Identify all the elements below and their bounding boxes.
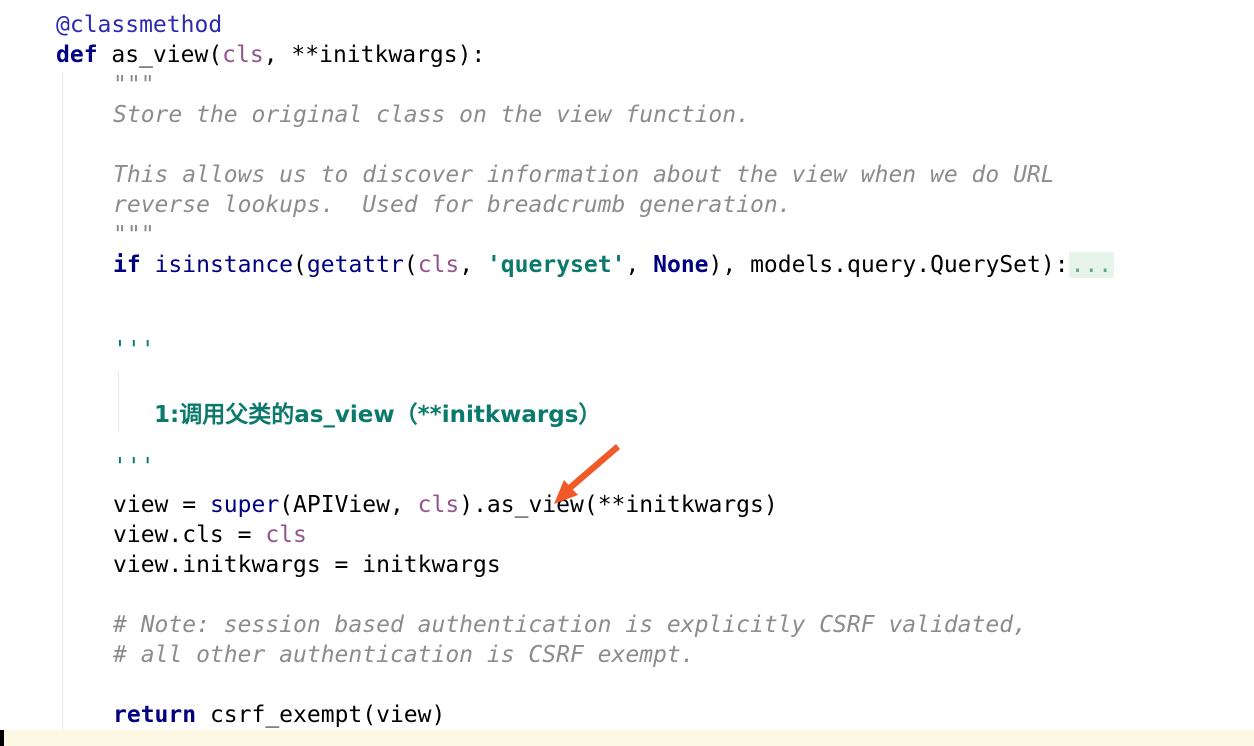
- note-line[interactable]: 1:调用父类的as_view（**initkwargs）: [154, 400, 601, 430]
- docstring-close-line[interactable]: """: [113, 220, 155, 250]
- comment-text-2: # all other authentication is CSRF exemp…: [113, 642, 695, 668]
- comment-line-2[interactable]: # all other authentication is CSRF exemp…: [113, 640, 695, 670]
- none-constant: None: [653, 252, 709, 278]
- docstring-line-2[interactable]: This allows us to discover information a…: [113, 160, 1055, 190]
- view-super-line[interactable]: view = super(APIView, cls).as_view(**ini…: [113, 490, 778, 520]
- triple-quote-close-line[interactable]: ''': [113, 452, 155, 482]
- if-keyword: if: [113, 252, 141, 278]
- docstring-text-3: reverse lookups. Used for breadcrumb gen…: [113, 192, 792, 218]
- code-editor[interactable]: @classmethod def as_view(cls, **initkwar…: [0, 0, 1254, 730]
- chinese-note: 1:调用父类的as_view（**initkwargs）: [154, 402, 602, 428]
- if-paren-1: (: [293, 252, 307, 278]
- triple-quote-close: ''': [113, 454, 155, 480]
- view-assign: view =: [113, 492, 210, 518]
- def-line[interactable]: def as_view(cls, **initkwargs):: [56, 40, 485, 70]
- indent-guide: [62, 72, 63, 730]
- decorator: @classmethod: [56, 12, 223, 38]
- getattr-builtin: getattr: [306, 252, 404, 278]
- comment-text-1: # Note: session based authentication is …: [113, 612, 1027, 638]
- if-paren-2: (: [403, 252, 418, 278]
- triple-quote-open: ''': [113, 337, 155, 363]
- return-keyword: return: [113, 702, 197, 728]
- triple-quote-open-line[interactable]: ''': [113, 335, 155, 365]
- if-comma-2: ,: [625, 252, 654, 278]
- if-comma-1: ,: [459, 252, 487, 278]
- cls-param: cls: [222, 42, 264, 68]
- status-bar: [0, 730, 1254, 746]
- view-args: (APIView,: [279, 492, 418, 518]
- indent-guide-inner: [118, 372, 119, 432]
- comment-line-1[interactable]: # Note: session based authentication is …: [113, 610, 1027, 640]
- super-builtin: super: [209, 492, 280, 518]
- folded-code-marker[interactable]: ...: [1068, 252, 1115, 278]
- view-initkwargs-line[interactable]: view.initkwargs = initkwargs: [113, 550, 501, 580]
- view-as-view-call: ).as_view(**initkwargs): [459, 492, 778, 518]
- queryset-string: 'queryset': [486, 252, 626, 278]
- docstring-open-line[interactable]: """: [113, 70, 155, 100]
- return-line[interactable]: return csrf_exempt(view): [113, 700, 445, 730]
- docstring-close: """: [113, 222, 155, 248]
- decorator-line[interactable]: @classmethod: [56, 10, 222, 40]
- view-initkwargs-assign: view.initkwargs = initkwargs: [113, 552, 501, 578]
- func-signature-start: as_view(: [97, 42, 223, 68]
- func-signature-end: , **initkwargs):: [263, 42, 486, 68]
- docstring-line-1[interactable]: Store the original class on the view fun…: [113, 100, 750, 130]
- annotation-arrow-icon: [554, 444, 620, 504]
- if-cls-param: cls: [417, 252, 460, 278]
- docstring-text-1: Store the original class on the view fun…: [113, 102, 750, 128]
- def-keyword: def: [56, 42, 98, 68]
- view-cls-value: cls: [265, 522, 307, 548]
- if-line[interactable]: if isinstance(getattr(cls, 'queryset', N…: [113, 250, 1115, 280]
- view-cls-param: cls: [417, 492, 460, 518]
- view-cls-line[interactable]: view.cls = cls: [113, 520, 307, 550]
- text-caret: [0, 730, 4, 746]
- if-space: [141, 252, 155, 278]
- isinstance-builtin: isinstance: [154, 252, 294, 278]
- docstring-open: """: [113, 72, 155, 98]
- if-rest: ), models.query.QuerySet):: [708, 252, 1069, 278]
- docstring-line-3[interactable]: reverse lookups. Used for breadcrumb gen…: [113, 190, 792, 220]
- return-expression: csrf_exempt(view): [196, 702, 446, 728]
- docstring-text-2: This allows us to discover information a…: [113, 162, 1055, 188]
- view-cls-assign: view.cls =: [113, 522, 266, 548]
